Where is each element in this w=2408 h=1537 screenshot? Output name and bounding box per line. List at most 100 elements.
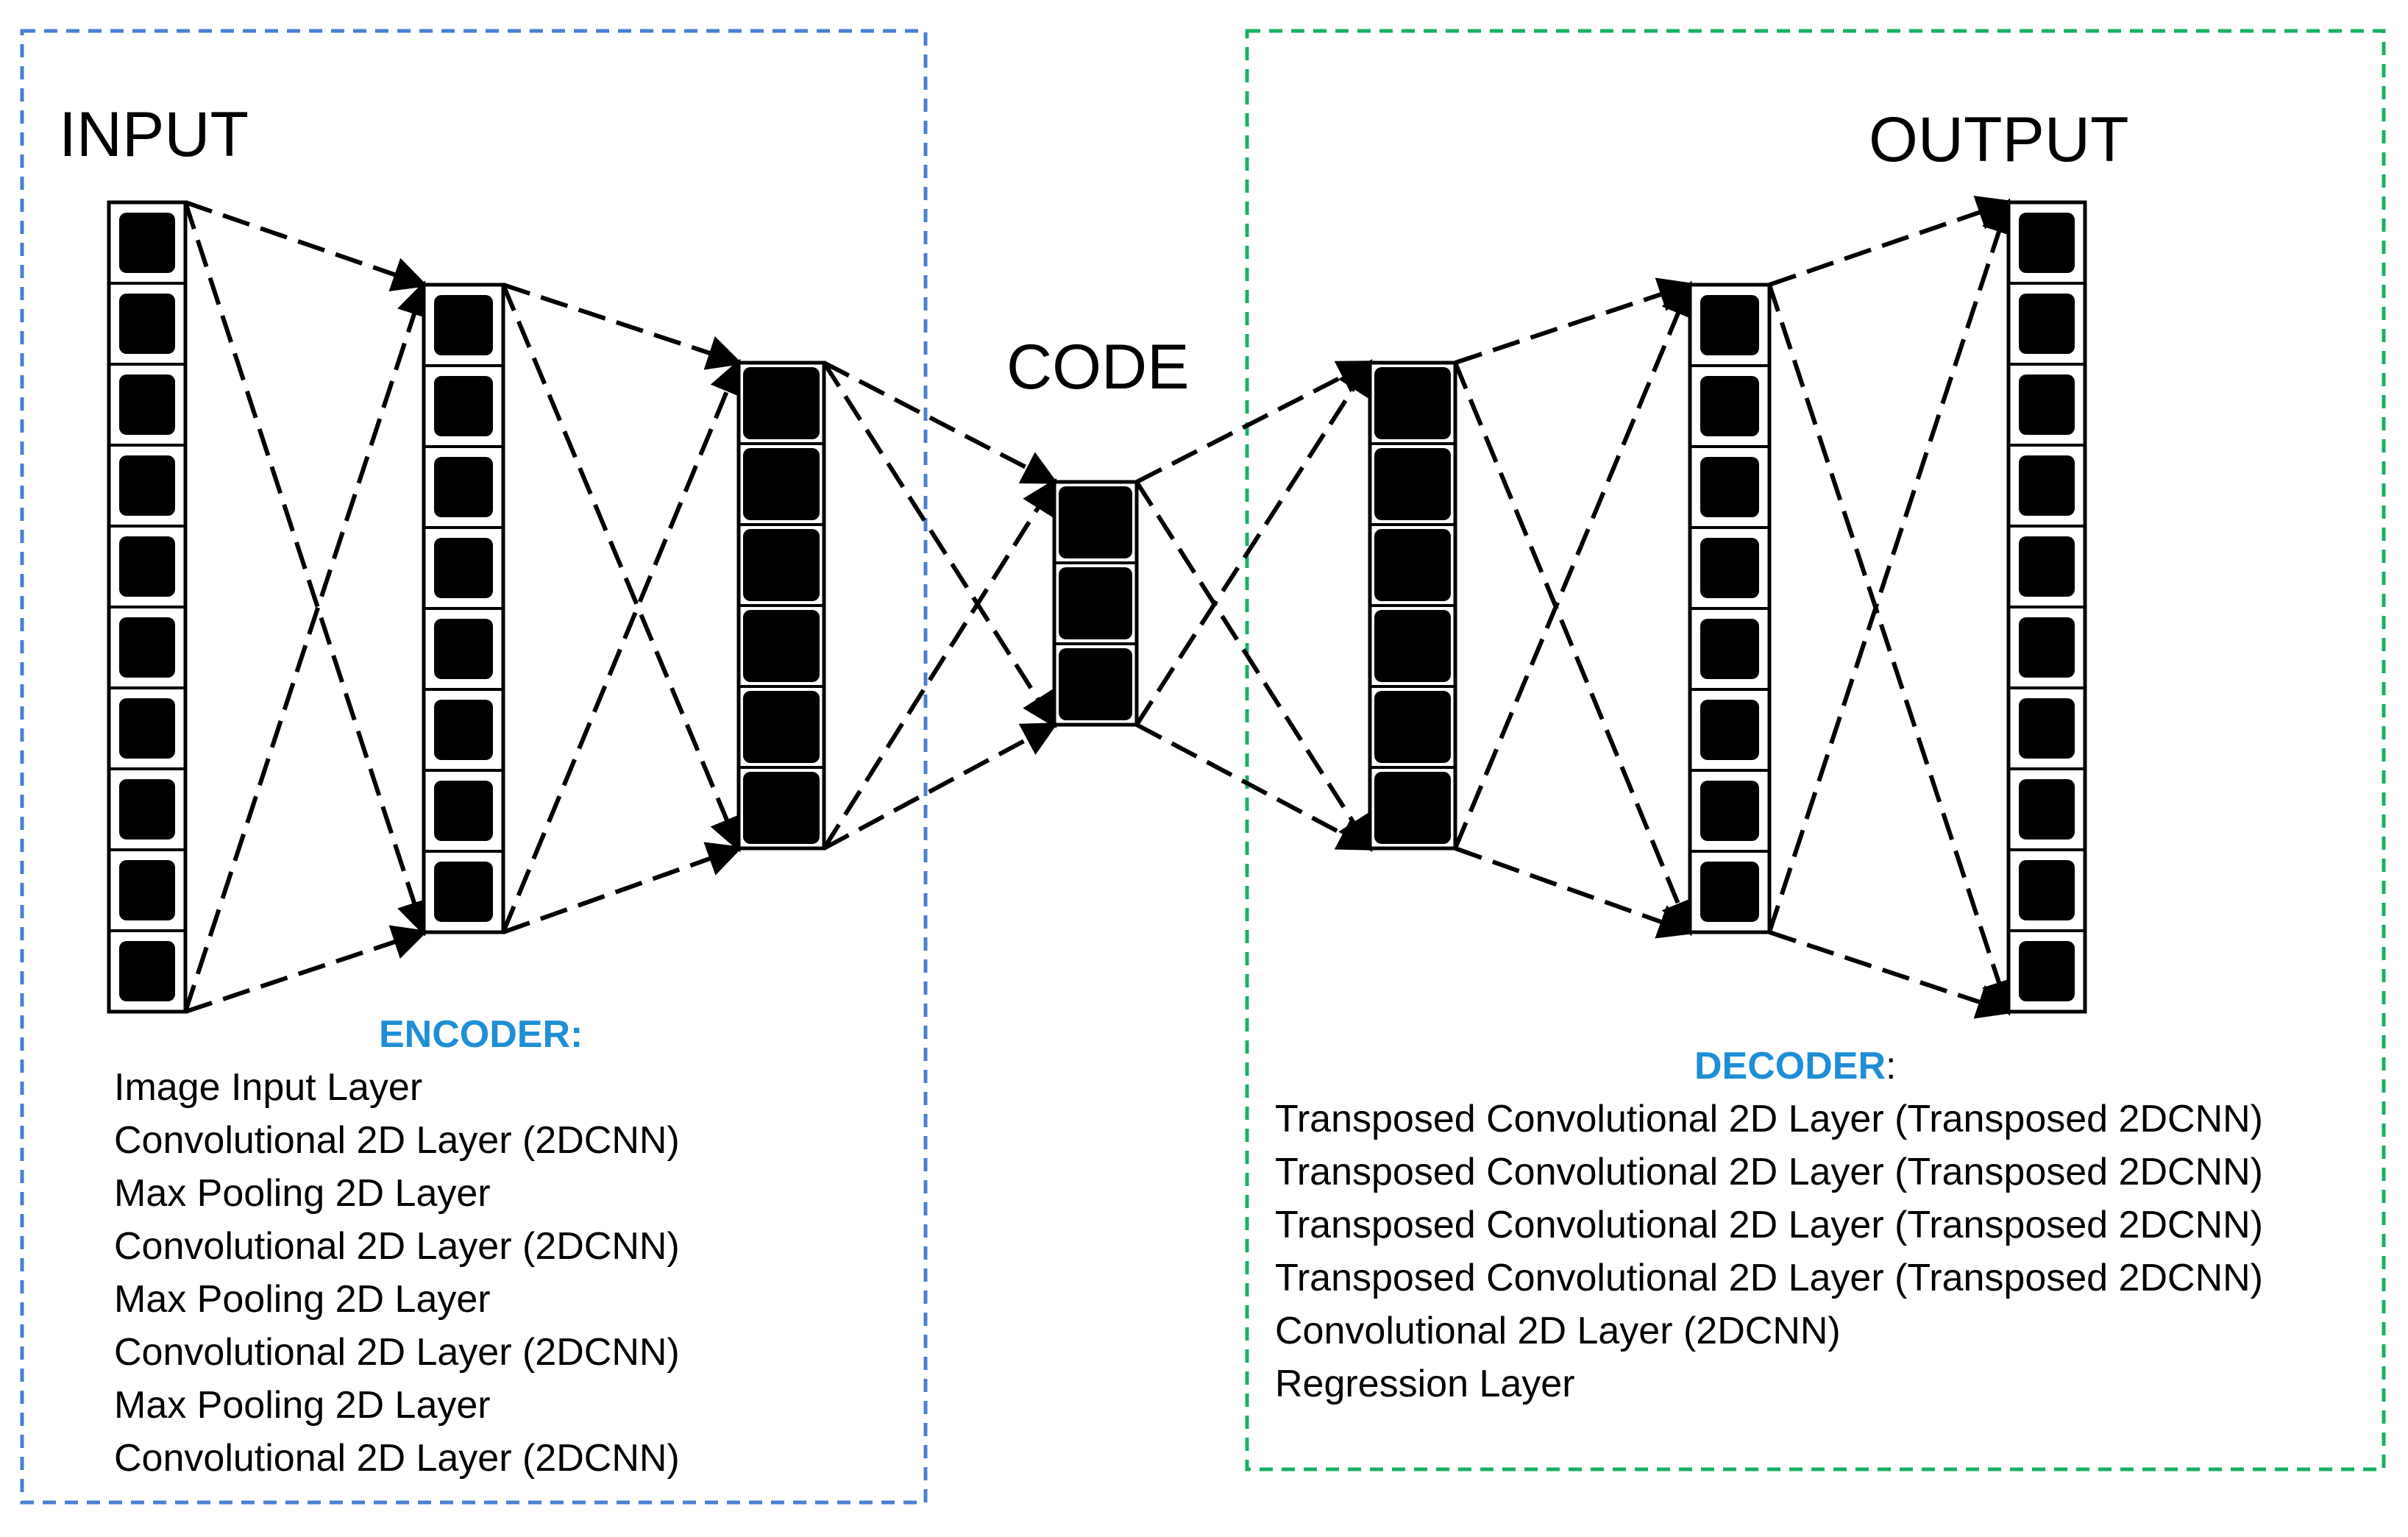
connection-line bbox=[502, 283, 743, 370]
decoder-layer-list: DECODER: Transposed Convolutional 2D Lay… bbox=[1275, 1040, 2263, 1410]
layer-cell bbox=[2019, 860, 2075, 920]
connection-line bbox=[1455, 277, 1694, 365]
encoder-box bbox=[20, 29, 928, 1505]
layer-cell bbox=[1059, 486, 1132, 558]
connection-line bbox=[183, 202, 431, 937]
layer-cell bbox=[1374, 610, 1451, 682]
encoder-heading: ENCODER: bbox=[379, 1013, 583, 1056]
connection-line bbox=[822, 361, 1057, 729]
decoder-box bbox=[1245, 29, 2386, 1472]
layer-cell-outline bbox=[2007, 929, 2086, 1013]
encoder-layer: Max Pooling 2D Layer bbox=[114, 1278, 491, 1321]
input-layer bbox=[107, 200, 188, 1014]
layer-cell bbox=[434, 538, 493, 598]
decoder-layer: Regression Layer bbox=[1275, 1363, 1575, 1405]
layer-cell bbox=[1374, 529, 1451, 601]
layer-cell bbox=[434, 376, 493, 436]
connection-line bbox=[1453, 280, 1695, 850]
layer-cell bbox=[434, 781, 493, 841]
layer-cell bbox=[1374, 367, 1451, 439]
layer-cell bbox=[2019, 617, 2075, 678]
decoder-layer: Transposed Convolutional 2D Layer (Trans… bbox=[1275, 1098, 2263, 1140]
layer-cell bbox=[119, 455, 175, 516]
encoder-hidden-layer bbox=[422, 283, 505, 934]
layer-cell-outline bbox=[1368, 766, 1457, 850]
layer-cell bbox=[1700, 700, 1759, 760]
connection-line bbox=[183, 280, 431, 1012]
output-layer bbox=[2006, 200, 2087, 1014]
connection-line bbox=[1767, 284, 2016, 1016]
layer-cell bbox=[119, 617, 175, 678]
layer-cell bbox=[743, 529, 820, 601]
connection-line bbox=[823, 723, 1059, 851]
layer-cell bbox=[119, 213, 175, 273]
layer-cell-outline bbox=[737, 766, 825, 850]
connection-line bbox=[502, 842, 743, 934]
connection-line bbox=[185, 925, 428, 1014]
layer-cell bbox=[119, 698, 175, 759]
layer-cell bbox=[1700, 538, 1759, 598]
layer-cell bbox=[1700, 862, 1759, 922]
layer-cell bbox=[1700, 619, 1759, 679]
layer-cell bbox=[743, 610, 820, 682]
encoder-layer: Image Input Layer bbox=[114, 1066, 423, 1109]
layer-cell bbox=[2019, 698, 2075, 759]
layer-cell bbox=[119, 536, 175, 597]
decoder-layer: Transposed Convolutional 2D Layer (Trans… bbox=[1275, 1257, 2263, 1299]
output-label: OUTPUT bbox=[1869, 104, 2129, 175]
decoder-bottleneck bbox=[1368, 361, 1457, 851]
layer-cell bbox=[2019, 455, 2075, 516]
connection-line bbox=[1767, 198, 2016, 933]
layer-cell bbox=[434, 295, 493, 355]
layer-cell bbox=[2019, 779, 2075, 840]
layer-cell bbox=[1700, 376, 1759, 436]
layer-cell bbox=[119, 779, 175, 840]
decoder-layer: Transposed Convolutional 2D Layer (Trans… bbox=[1275, 1204, 2263, 1246]
connection-line bbox=[501, 283, 743, 853]
encoder-layer: Max Pooling 2D Layer bbox=[114, 1172, 491, 1215]
layer-cell bbox=[2019, 536, 2075, 597]
layer-cell bbox=[743, 448, 820, 520]
layer-cell bbox=[1059, 648, 1132, 720]
layer-cell bbox=[1374, 691, 1451, 763]
layer-cell bbox=[1059, 567, 1132, 639]
connection-line bbox=[1135, 723, 1374, 851]
layer-cell bbox=[434, 619, 493, 679]
connection-line bbox=[1135, 361, 1374, 484]
decoder-heading: DECODER bbox=[1694, 1045, 1886, 1087]
layer-cell bbox=[1374, 772, 1451, 844]
layer-connections bbox=[183, 195, 2016, 1019]
connection-line bbox=[1453, 361, 1695, 937]
layer-cell bbox=[1700, 457, 1759, 517]
encoder-layer: Convolutional 2D Layer (2DCNN) bbox=[114, 1225, 680, 1268]
code-label: CODE bbox=[1006, 332, 1190, 402]
layer-cell bbox=[119, 941, 175, 1001]
encoder-layer-list: ENCODER: Image Input Layer Convolutional… bbox=[114, 1008, 680, 1485]
connection-line bbox=[1134, 480, 1373, 853]
connection-line bbox=[1769, 195, 2013, 287]
layer-cell bbox=[434, 700, 493, 760]
layer-cell bbox=[743, 691, 820, 763]
decoder-layer: Transposed Convolutional 2D Layer (Trans… bbox=[1275, 1151, 2263, 1193]
layer-cell bbox=[434, 457, 493, 517]
connection-line bbox=[1769, 930, 2013, 1019]
encoder-bottleneck bbox=[736, 361, 826, 851]
decoder-hidden-layer bbox=[1688, 283, 1772, 934]
code-layer bbox=[1052, 480, 1139, 727]
connection-line bbox=[1134, 358, 1373, 726]
encoder-layer: Convolutional 2D Layer (2DCNN) bbox=[114, 1119, 680, 1162]
layer-cell bbox=[119, 860, 175, 920]
connection-line bbox=[185, 200, 428, 291]
layer-cell bbox=[1700, 295, 1759, 355]
encoder-layer: Convolutional 2D Layer (2DCNN) bbox=[114, 1437, 680, 1480]
layer-cell bbox=[2019, 941, 2075, 1001]
layer-cell-outline bbox=[422, 850, 505, 934]
input-label: INPUT bbox=[59, 99, 249, 170]
layer-cell bbox=[119, 375, 175, 435]
layer-cell bbox=[2019, 375, 2075, 435]
layer-cell bbox=[743, 772, 820, 844]
decoder-heading-colon: : bbox=[1886, 1045, 1897, 1087]
layer-cell-outline bbox=[107, 929, 187, 1013]
layer-cell-outline bbox=[1053, 642, 1138, 726]
layer-cell bbox=[1374, 448, 1451, 520]
